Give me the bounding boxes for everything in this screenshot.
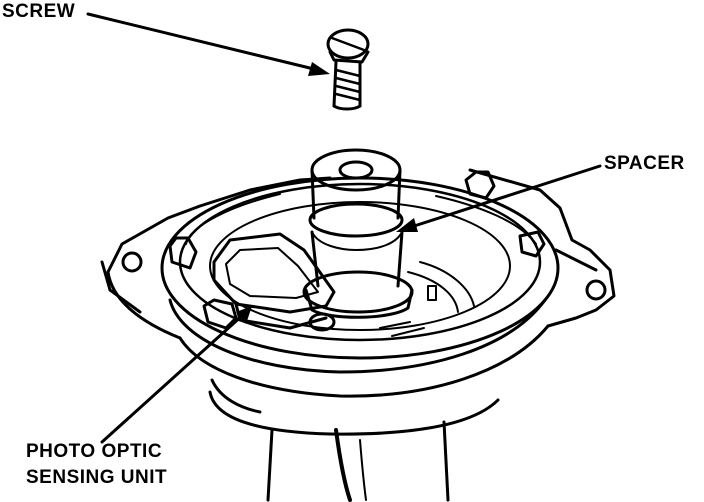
label-photo-optic-line1: PHOTO OPTIC <box>26 441 163 462</box>
leader-lines <box>86 12 602 444</box>
spacer-and-shaft <box>302 148 414 319</box>
label-photo-optic-line2: SENSING UNIT <box>26 467 168 488</box>
rim-clips <box>168 170 546 270</box>
trigger-wheel <box>379 261 475 337</box>
spacer-arrowhead <box>396 218 418 232</box>
spacer-leader <box>406 164 602 230</box>
sensing-unit-arrowhead <box>236 306 252 324</box>
screw-arrowhead <box>308 62 330 76</box>
label-spacer: SPACER <box>604 153 685 174</box>
screw <box>326 28 370 111</box>
distributor-body <box>208 378 500 502</box>
label-screw: SCREW <box>2 1 76 22</box>
screw-leader <box>86 12 320 72</box>
base-plate <box>100 168 616 398</box>
sensing-unit-leader <box>100 312 246 444</box>
